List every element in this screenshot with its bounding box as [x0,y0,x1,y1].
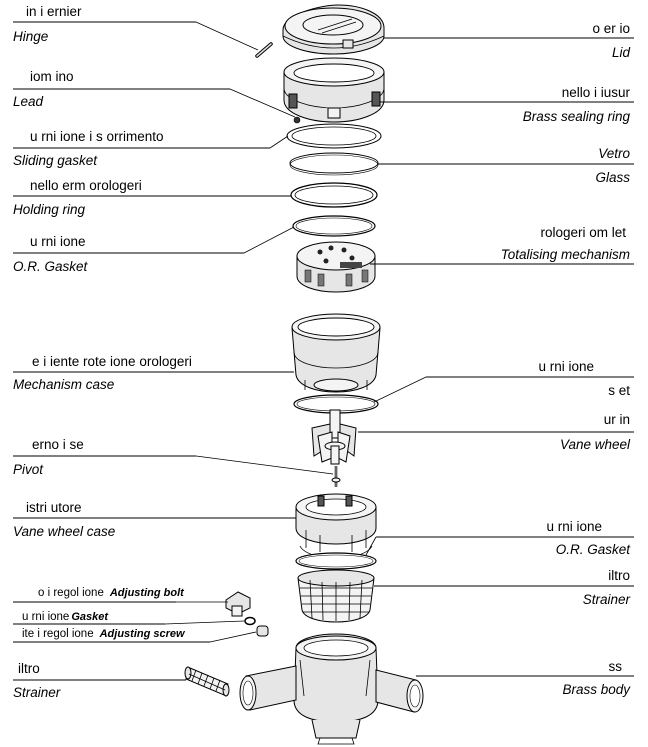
label-adjusting-bolt: o i regol ione Adjusting bolt [13,587,228,603]
vane-wheel-case-part [295,493,377,559]
mechanism-case-part [291,313,381,393]
label-strainer-right-it: iltro [608,568,630,583]
label-mechanism-case-en: Mechanism case [13,377,114,392]
lead-part [293,116,301,124]
label-adjusting-bolt-text: o i regol ione Adjusting bolt [38,587,185,599]
label-sliding-gasket-it: u rni ione i s orrimento [30,129,164,144]
label-brass-ring-en: Brass sealing ring [523,109,631,124]
label-strainer-left: iltro Strainer [13,661,186,700]
label-holding-ring-it: nello erm orologeri [30,178,142,193]
label-strainer-left-it: iltro [18,661,40,676]
label-sliding-gasket: u rni ione i s orrimento Sliding gasket [13,129,289,168]
label-hinge-it: in i ernier [26,4,82,19]
label-vane-wheel-case-it: istri utore [26,500,82,515]
label-or-gasket-right-en: O.R. Gasket [556,542,632,557]
label-small-gasket-en: Gasket [71,611,109,623]
strainer-right-part [297,569,375,623]
label-gasket-right-en: s et [608,383,630,398]
totalising-mechanism-part [296,241,376,293]
glass-part [289,152,379,176]
lid-part [282,4,385,55]
label-totalising-mechanism: rologeri om let Totalising mechanism [370,225,634,265]
sliding-gasket-part [286,123,382,149]
label-strainer-right: iltro Strainer [374,568,634,607]
label-small-gasket-it: u rni ione [22,611,69,623]
label-hinge: in i ernier Hinge [13,4,259,51]
label-adjusting-bolt-it: o i regol ione [38,587,104,599]
label-or-gasket-top-it: u rni ione [30,234,86,249]
label-vane-wheel-en: Vane wheel [560,437,631,452]
label-pivot-it: erno i se [32,437,84,452]
or-gasket-right-part [295,552,377,570]
label-adjusting-screw-it: ite i regol ione [22,628,94,640]
label-pivot-en: Pivot [13,462,44,477]
label-lead-en: Lead [13,94,44,109]
label-lead-it: iom ino [30,69,74,84]
hinge-part [255,42,273,58]
label-lid-en: Lid [612,45,631,60]
label-glass-it: Vetro [598,146,630,161]
label-holding-ring: nello erm orologeri Holding ring [13,178,291,217]
label-holding-ring-en: Holding ring [13,202,86,217]
label-strainer-right-en: Strainer [583,592,631,607]
label-or-gasket-top: u rni ione O.R. Gasket [13,226,295,274]
label-brass-body-it: ss [609,659,623,674]
small-gasket-part [244,616,256,626]
label-glass-en: Glass [595,170,630,185]
label-hinge-en: Hinge [13,29,48,44]
label-mechanism-case-it: e i iente rote ione orologeri [32,354,192,369]
or-gasket-top-part [292,215,376,237]
label-lead: iom ino Lead [13,69,296,118]
pivot-part [331,466,341,487]
label-glass: Vetro Glass [378,146,634,185]
label-adjusting-screw: ite i regol ione Adjusting screw [13,628,257,643]
label-brass-sealing-ring: nello i iusur Brass sealing ring [380,85,634,124]
label-gasket-right-it: u rni ione [538,359,594,374]
gasket-right-part [293,394,379,414]
label-or-gasket-top-en: O.R. Gasket [13,259,89,274]
label-brass-ring-it: nello i iusur [562,85,631,100]
holding-ring-part [290,182,378,208]
label-gasket-right: u rni ione s et [373,359,634,403]
label-totalising-en: Totalising mechanism [501,247,630,262]
label-mechanism-case: e i iente rote ione orologeri Mechanism … [13,354,294,392]
adjusting-screw-part [256,625,269,637]
label-lid: o er io Lid [384,21,634,60]
label-or-gasket-right-it: u rni ione [546,519,602,534]
brass-sealing-ring-part [283,57,385,123]
label-vane-wheel-case-en: Vane wheel case [13,524,115,539]
brass-body-part [239,633,424,745]
label-brass-body: ss Brass body [416,659,634,697]
vane-wheel-part [311,409,357,465]
label-vane-wheel-it: ur in [604,412,630,427]
strainer-left-part [184,666,230,697]
label-adjusting-screw-en: Adjusting screw [99,628,186,640]
label-vane-wheel-case: istri utore Vane wheel case [13,500,296,539]
label-lid-it: o er io [592,21,630,36]
label-adjusting-screw-text: ite i regol ione Adjusting screw [22,628,186,640]
label-totalising-it: rologeri om let [540,225,626,240]
label-strainer-left-en: Strainer [13,685,61,700]
label-vane-wheel: ur in Vane wheel [358,412,634,452]
label-adjusting-bolt-en: Adjusting bolt [109,587,185,599]
label-or-gasket-right: u rni ione O.R. Gasket [365,519,634,557]
label-brass-body-en: Brass body [562,682,631,697]
label-pivot: erno i se Pivot [13,437,334,477]
adjusting-bolt-part [225,591,251,617]
label-sliding-gasket-en: Sliding gasket [13,153,98,168]
